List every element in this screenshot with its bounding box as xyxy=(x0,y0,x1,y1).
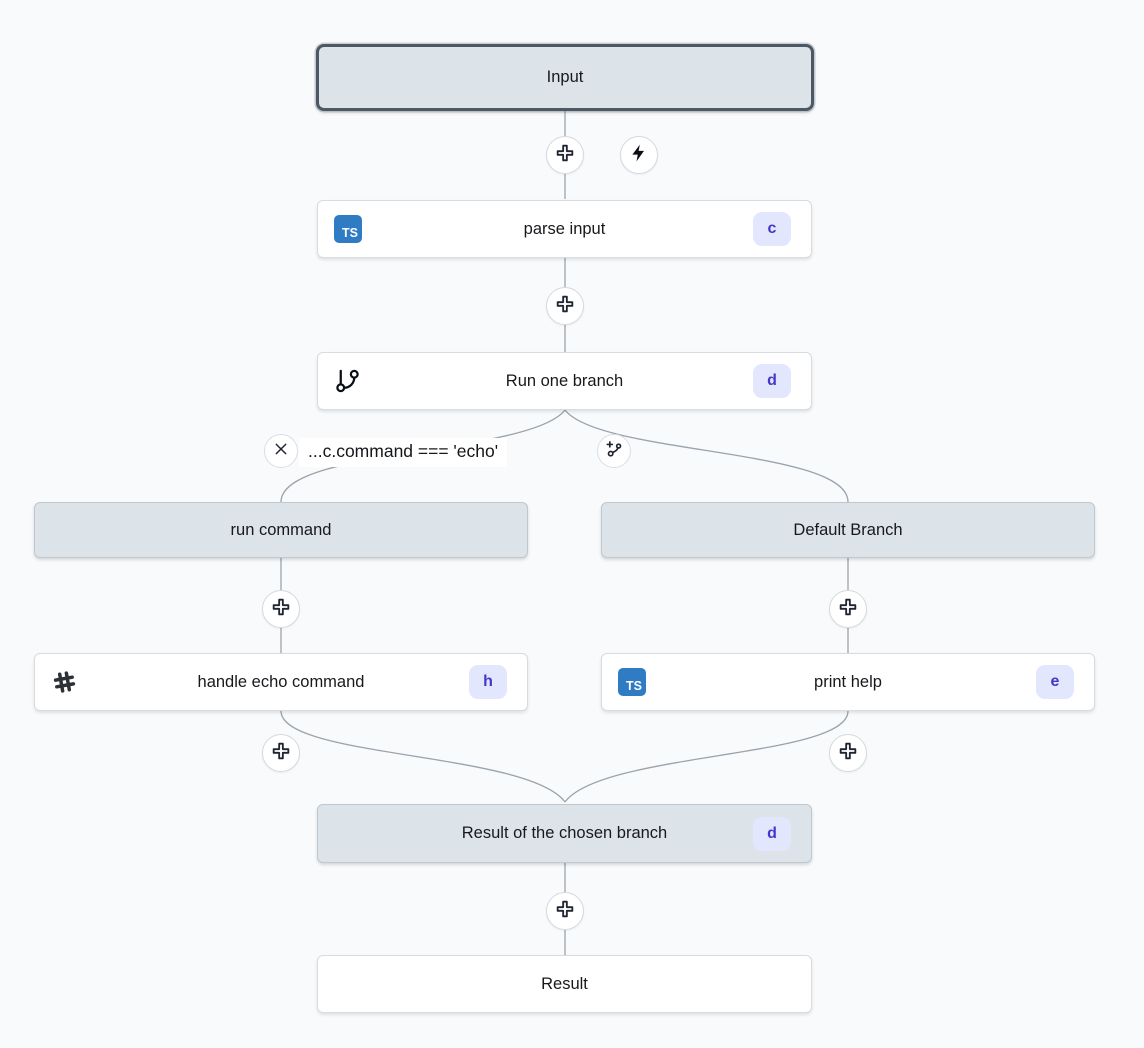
add-branch-button[interactable] xyxy=(597,434,631,468)
plus-icon xyxy=(270,740,292,767)
git-branch-icon xyxy=(334,368,361,395)
plus-icon xyxy=(554,293,576,320)
plus-icon xyxy=(554,898,576,925)
branch-condition-label[interactable]: ...c.command === 'echo' xyxy=(299,438,508,467)
node-input[interactable]: Input xyxy=(316,44,814,111)
add-step-button[interactable] xyxy=(546,892,584,930)
node-label: Result of the chosen branch xyxy=(461,824,668,842)
node-label: Default Branch xyxy=(793,520,903,539)
node-label: handle echo command xyxy=(197,672,365,691)
step-id-badge: d xyxy=(753,816,791,851)
add-step-button[interactable] xyxy=(262,590,300,628)
connector xyxy=(564,409,849,503)
connector xyxy=(280,710,566,803)
lightning-icon xyxy=(629,143,649,168)
node-result[interactable]: Result xyxy=(317,955,812,1013)
node-result-of-chosen-branch[interactable]: Result of the chosen branch d xyxy=(317,804,812,863)
x-icon xyxy=(273,441,289,462)
plus-icon xyxy=(270,596,292,623)
node-label: Result xyxy=(541,974,588,993)
add-step-button[interactable] xyxy=(829,734,867,772)
add-step-button[interactable] xyxy=(262,734,300,772)
node-label: Run one branch xyxy=(505,371,624,390)
plus-icon xyxy=(837,596,859,623)
step-id-badge: d xyxy=(753,364,791,398)
add-step-button[interactable] xyxy=(546,136,584,174)
node-label: print help xyxy=(814,672,882,691)
typescript-icon: TS xyxy=(334,215,362,243)
step-id-badge: h xyxy=(469,665,507,699)
step-id-badge: c xyxy=(753,212,791,246)
typescript-icon: TS xyxy=(618,668,646,696)
node-print-help[interactable]: TS print help e xyxy=(601,653,1095,711)
plus-icon xyxy=(554,142,576,169)
add-step-button[interactable] xyxy=(546,287,584,325)
node-run-one-branch[interactable]: Run one branch d xyxy=(317,352,812,410)
add-step-button[interactable] xyxy=(829,590,867,628)
plus-icon xyxy=(837,740,859,767)
add-branch-icon xyxy=(604,439,624,464)
branch-header-run-command[interactable]: run command xyxy=(34,502,528,558)
node-label: Input xyxy=(546,68,584,86)
node-label: run command xyxy=(230,520,332,539)
trigger-button[interactable] xyxy=(620,136,658,174)
node-label: parse input xyxy=(523,219,606,238)
branch-header-default[interactable]: Default Branch xyxy=(601,502,1095,558)
remove-branch-button[interactable] xyxy=(264,434,298,468)
node-parse-input[interactable]: TS parse input c xyxy=(317,200,812,258)
connector xyxy=(564,710,849,803)
step-id-badge: e xyxy=(1036,665,1074,699)
hash-icon xyxy=(51,669,78,696)
node-handle-echo-command[interactable]: handle echo command h xyxy=(34,653,528,711)
